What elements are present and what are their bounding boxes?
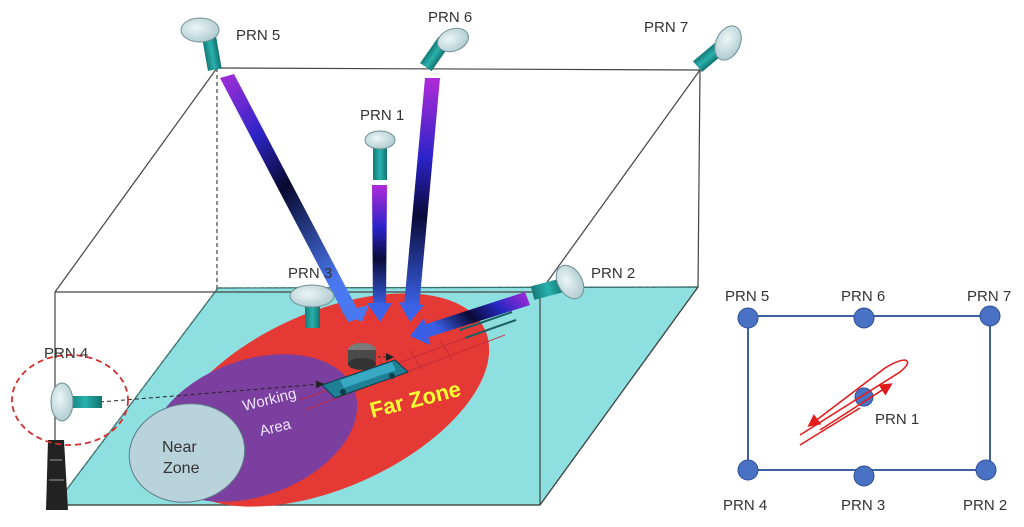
map-label-prn7: PRN 7	[967, 288, 1011, 305]
map-node-prn7	[979, 305, 1001, 327]
pseudolite-prn4	[11, 354, 129, 510]
pseudolite-prn1	[364, 130, 396, 180]
label-prn1: PRN 1	[360, 107, 404, 124]
map-node-prn2	[975, 459, 997, 481]
pseudolite-prn6	[420, 27, 469, 72]
map-label-prn5: PRN 5	[725, 288, 769, 305]
label-prn2: PRN 2	[591, 265, 635, 282]
signal-beam-prn5	[220, 74, 362, 322]
label-prn6: PRN 6	[428, 9, 472, 26]
near-zone	[128, 403, 246, 503]
receiver-cart	[321, 343, 409, 399]
pseudolite-prn2	[530, 264, 585, 300]
map-node-prn4	[737, 459, 759, 481]
trajectory-path	[799, 359, 909, 446]
pseudolite-layout-map: PRN 5 PRN 6 PRN 7 PRN 1 PRN 4 PRN 3 PRN …	[723, 288, 1011, 514]
pseudolite-prn3	[289, 284, 335, 328]
map-node-prn5	[737, 307, 759, 329]
label-prn3: PRN 3	[288, 265, 332, 282]
map-label-prn1: PRN 1	[875, 411, 919, 428]
map-label-prn6: PRN 6	[841, 288, 885, 305]
signal-beam-prn6	[404, 78, 440, 308]
map-label-prn2: PRN 2	[963, 497, 1007, 514]
signal-beam-prn2	[420, 292, 530, 338]
map-label-prn4: PRN 4	[723, 497, 767, 514]
label-prn5: PRN 5	[236, 27, 280, 44]
map-node-prn3	[853, 465, 875, 487]
pseudolite-prn5	[180, 17, 222, 71]
label-prn7: PRN 7	[644, 19, 688, 36]
near-zone-label-line1: Near	[162, 439, 197, 456]
test-room-scene: PRN 5 PRN 6 PRN 7 PRN 1 PRN 3 PRN 2 PRN …	[11, 9, 742, 510]
map-label-prn3: PRN 3	[841, 497, 885, 514]
label-prn4: PRN 4	[44, 345, 88, 362]
pseudolite-prn7	[693, 25, 742, 73]
signal-beam-prn1	[372, 185, 387, 308]
near-zone-label-line2: Zone	[163, 460, 200, 477]
map-node-prn6	[853, 307, 875, 329]
prn4-highlight-circle	[11, 354, 129, 446]
